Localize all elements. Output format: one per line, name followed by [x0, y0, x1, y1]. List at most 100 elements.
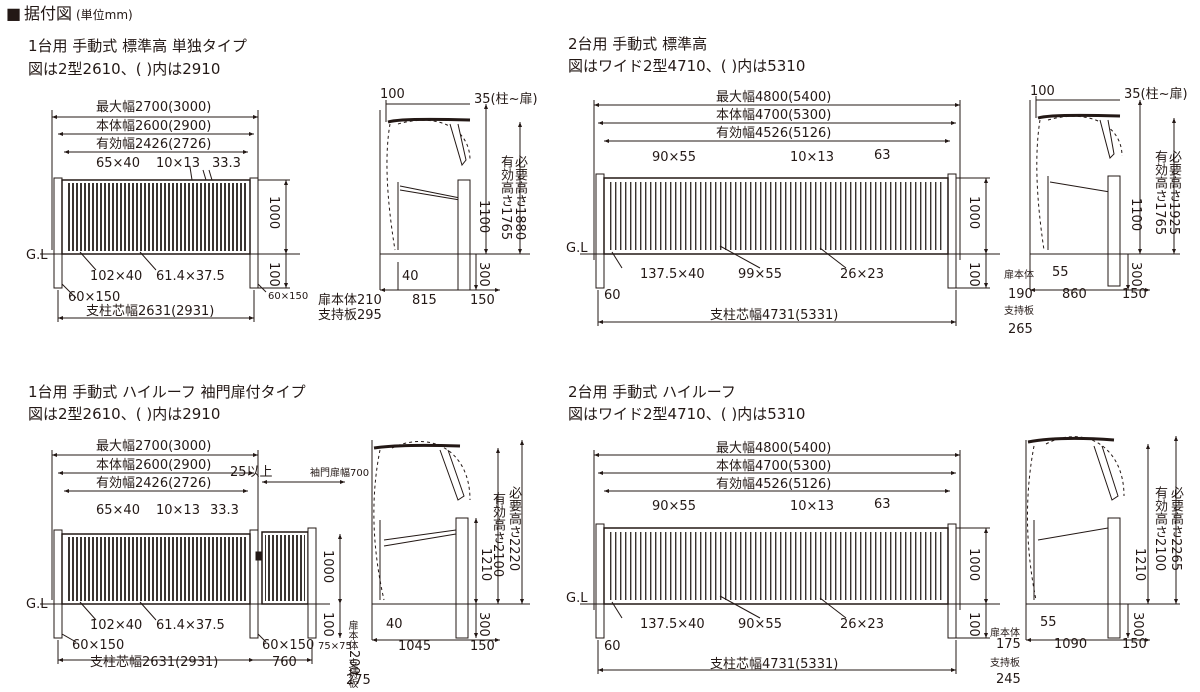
panel3-door-label: 扉本体: [346, 620, 357, 650]
panel1-req-height: 必要高さ1880: [512, 155, 527, 241]
panel1-support-plate: 支持板295: [318, 308, 382, 323]
panel1-post-pitch: 支柱芯幅2631(2931): [86, 304, 215, 319]
panel2-door-value: 190: [1008, 287, 1033, 302]
panel4-top-frame: 90×55: [652, 499, 696, 514]
panel3-post-pitch: 支柱芯幅2631(2931): [90, 655, 219, 670]
panel2-support-value: 265: [1008, 322, 1033, 337]
panel4-post-height: 1210: [1132, 548, 1147, 582]
panel4-ground: G.L: [566, 591, 588, 606]
panel2-effective-width: 有効幅4526(5126): [716, 126, 832, 141]
panel3-side-view: [371, 440, 530, 642]
panel3-wicket-span: 760: [272, 655, 297, 670]
panel3-post: 60×150: [72, 638, 125, 653]
panel4-title: 2台用 手動式 ハイルーフ: [568, 383, 736, 401]
panel1-height: 1000: [266, 196, 281, 230]
panel3-top-frame: 65×40: [96, 503, 140, 518]
panel2-mid-rail: 99×55: [738, 267, 782, 282]
panel4-post: 60: [604, 639, 621, 654]
panel3-clearance: 25以上: [230, 465, 273, 480]
panel4-height: 1000: [966, 548, 981, 582]
panel1-post-height: 1100: [476, 200, 491, 234]
panel4-post-pitch: 支柱芯幅4731(5331): [710, 657, 839, 672]
panel1-effective-width: 有効幅2426(2726): [96, 137, 212, 152]
panel4-mid-rail: 90×55: [738, 617, 782, 632]
panel2-post-pitch: 支柱芯幅4731(5331): [710, 308, 839, 323]
panel4-effective-width: 有効幅4526(5126): [716, 477, 832, 492]
panel2-top-offset: 100: [1030, 84, 1055, 99]
panel3-support-label: 支持板: [346, 658, 357, 688]
panel2-side-view: [1029, 96, 1180, 292]
panel1-slat: 10×13: [156, 156, 200, 171]
heading-title: 据付図: [24, 4, 73, 23]
panel4-subtitle: 図はワイド2型4710、( )内は5310: [568, 405, 806, 423]
panel1-gap: 33.3: [212, 156, 241, 171]
panel1-bottom-rail: 102×40: [90, 269, 143, 284]
panel1-top-frame: 65×40: [96, 156, 140, 171]
panel2-slat: 10×13: [790, 150, 834, 165]
panel3-height: 1000: [320, 550, 335, 584]
panel4-door-label: 扉本体: [990, 628, 1020, 639]
panel3-effective-width: 有効幅2426(2726): [96, 476, 212, 491]
panel1-title: 1台用 手動式 標準高 単独タイプ: [28, 37, 247, 55]
panel4-gap: 63: [874, 497, 891, 512]
panel1-ground: G.L: [26, 248, 48, 263]
panel1-depth: 815: [412, 293, 437, 308]
panel2-below-ground: 100: [966, 262, 981, 287]
panel2-max-width: 最大幅4800(5400): [716, 90, 832, 105]
panel4-req-height: 必要高さ2265: [1168, 486, 1183, 572]
panel4-eff-height: 有効高さ2100: [1152, 486, 1167, 572]
panel2-footing: 300: [1128, 262, 1143, 287]
panel3-depth: 1045: [398, 639, 432, 654]
panel2-bottom-beam: 26×23: [840, 267, 884, 282]
panel3-max-width: 最大幅2700(3000): [96, 439, 212, 454]
panel3-eff-height: 有効高さ2100: [490, 492, 505, 578]
panel3-support-value: 275: [346, 673, 371, 688]
panel4-support-value: 245: [996, 672, 1021, 687]
panel4-bottom-rail: 137.5×40: [640, 617, 705, 632]
panel2-support-label: 支持板: [1004, 306, 1034, 317]
panel4-footing-width: 150: [1122, 637, 1147, 652]
panel3-door-value: 200: [346, 650, 361, 675]
heading-unit: (単位mm): [76, 8, 133, 22]
panel2-door-label: 扉本体: [1004, 270, 1034, 281]
panel2-height: 1000: [966, 196, 981, 230]
panel3-wicket-width: 袖門扉幅700: [310, 468, 370, 479]
panel4-below-ground: 100: [966, 612, 981, 637]
panel3-footing-width: 150: [470, 639, 495, 654]
panel1-bottom-gap: 40: [402, 269, 419, 284]
panel3-ground: G.L: [26, 597, 48, 612]
panel1-max-width: 最大幅2700(3000): [96, 100, 212, 115]
panel3-post-height: 1210: [478, 548, 493, 582]
panel4-door-value: 175: [996, 637, 1021, 652]
panel2-title: 2台用 手動式 標準高: [568, 35, 708, 53]
panel3-slat: 10×13: [156, 503, 200, 518]
panel4-front-view: [580, 450, 1000, 674]
panel1-side-view: [379, 100, 530, 292]
panel4-depth: 1090: [1054, 637, 1088, 652]
panel1-eff-height: 有効高さ1765: [498, 155, 513, 241]
panel3-front-view: [40, 450, 345, 664]
panel2-ground: G.L: [566, 241, 588, 256]
panel1-door-body: 扉本体210: [318, 293, 382, 308]
panel1-overlap: 35(柱~扉): [474, 92, 538, 107]
panel3-below-ground: 100: [320, 612, 335, 637]
panel2-front-view: [580, 100, 1000, 326]
panel4-max-width: 最大幅4800(5400): [716, 441, 832, 456]
panel1-top-offset: 100: [380, 87, 405, 102]
panel1-footing: 300: [476, 262, 491, 287]
panel4-side-view: [1025, 436, 1180, 642]
panel3-footing: 300: [476, 612, 491, 637]
panel2-post: 60: [604, 288, 621, 303]
panel3-subtitle: 図は2型2610、( )内は2910: [28, 405, 221, 423]
panel3-body-width: 本体幅2600(2900): [96, 458, 212, 473]
panel1-front-view: [40, 110, 300, 322]
panel1-below-ground: 100: [266, 262, 281, 287]
panel3-req-height: 必要高さ2220: [506, 486, 521, 572]
panel4-body-width: 本体幅4700(5300): [716, 459, 832, 474]
panel3-gap: 33.3: [210, 503, 239, 518]
panel2-eff-height: 有効高さ1765: [1152, 150, 1167, 236]
panel3-post-right: 60×150: [262, 638, 315, 653]
panel2-subtitle: 図はワイド2型4710、( )内は5310: [568, 57, 806, 75]
panel4-bottom-beam: 26×23: [840, 617, 884, 632]
